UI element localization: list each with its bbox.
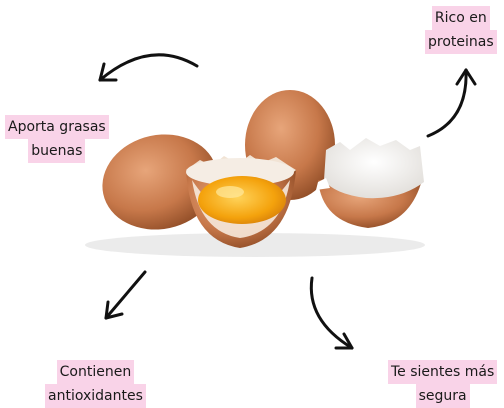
label-line: Rico en [431,6,490,30]
label-line: buenas [28,139,86,163]
egg-half-yolk [186,155,296,248]
arrow-icon [104,270,147,320]
label-line: proteinas [425,30,497,54]
label-rico-en-proteinas: Rico en proteinas [425,6,497,54]
label-line: Te sientes más [388,360,498,384]
label-te-sientes-mas-segura: Te sientes más segura [388,360,498,408]
egg-broken-shell [316,138,424,228]
label-line: segura [415,384,470,408]
arrow-icon [426,68,477,138]
egg-left [102,134,218,230]
arrow-icon [98,53,199,82]
label-line: Contienen [56,360,135,384]
label-line: antioxidantes [45,384,146,408]
label-contienen-antioxidantes: Contienen antioxidantes [45,360,146,408]
arrow-icon [309,276,354,350]
label-line: Aporta grasas [5,115,109,139]
shadow [85,233,425,257]
label-aporta-grasas-buenas: Aporta grasas buenas [5,115,109,163]
